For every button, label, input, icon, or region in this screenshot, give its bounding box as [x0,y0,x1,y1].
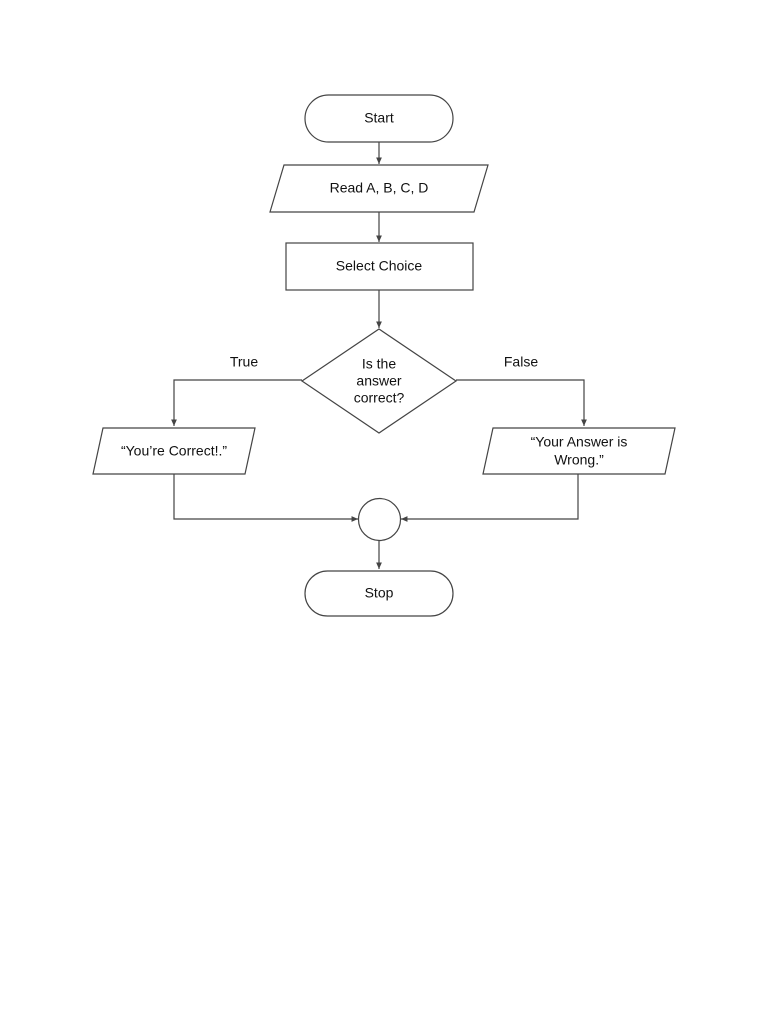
true-output-label: “You’re Correct!.” [121,443,227,459]
start-label: Start [364,110,394,126]
false-output-label-line-2: Wrong.” [554,452,604,468]
connector-decision-false-branch [456,379,587,426]
process-label: Select Choice [336,258,423,274]
true-branch-label: True [230,354,258,370]
decision-label-line-3: correct? [354,390,405,406]
connector-false-output-to-junction [401,474,579,522]
connectors [171,142,587,569]
decision-node: Is the answer correct? [300,328,458,434]
junction-connector [357,497,402,542]
connector-decision-true-branch [171,379,302,426]
stop-node: Stop [304,570,454,617]
true-output-node: “You’re Correct!.” [92,427,256,475]
decision-label-line-1: Is the [362,356,396,372]
decision-label-line-2: answer [356,373,401,389]
process-node: Select Choice [285,242,474,291]
connector-true-output-to-junction [173,474,358,522]
false-output-label-line-1: “Your Answer is [531,434,628,450]
false-branch-label: False [504,354,538,370]
stop-label: Stop [365,585,394,601]
input-node: Read A, B, C, D [269,164,489,213]
start-node: Start [304,94,454,143]
input-label: Read A, B, C, D [330,180,429,196]
false-output-node: “Your Answer is Wrong.” [482,427,676,475]
